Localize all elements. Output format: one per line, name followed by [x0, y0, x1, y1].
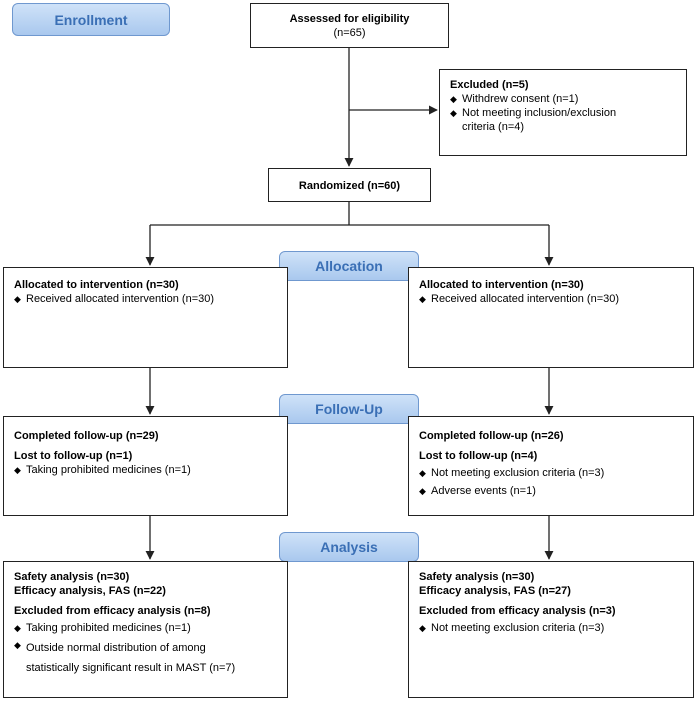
stage-allocation: Allocation [279, 251, 419, 281]
right-excluded-item-text: Not meeting exclusion criteria (n=3) [431, 622, 605, 634]
diamond-bullet-icon: ◆ [419, 486, 426, 496]
left-followup-box: Completed follow-up (n=29) Lost to follo… [3, 416, 288, 516]
left-excluded-title: Excluded from efficacy analysis (n=8) [14, 605, 211, 617]
left-excluded-item: ◆ Outside normal distribution of among s… [14, 638, 287, 678]
left-allocation-item-text: Received allocated intervention (n=30) [26, 293, 215, 305]
diamond-bullet-icon: ◆ [450, 94, 457, 104]
left-analysis-box: Safety analysis (n=30) Efficacy analysis… [3, 561, 288, 698]
left-allocation-title: Allocated to intervention (n=30) [14, 279, 179, 291]
excluded-box: Excluded (n=5) ◆ Withdrew consent (n=1) … [439, 69, 687, 156]
right-followup-item: ◆ Not meeting exclusion criteria (n=3) [419, 466, 693, 480]
excluded-item-line: criteria (n=4) [462, 121, 525, 133]
diamond-bullet-icon: ◆ [419, 468, 426, 478]
randomized-box: Randomized (n=60) [268, 168, 431, 202]
right-followup-item: ◆ Adverse events (n=1) [419, 484, 693, 498]
right-allocation-item: ◆ Received allocated intervention (n=30) [419, 292, 693, 306]
right-allocation-item-text: Received allocated intervention (n=30) [431, 293, 620, 305]
left-excluded-item-line: statistically significant result in MAST… [26, 662, 236, 674]
left-followup-completed: Completed follow-up (n=29) [14, 430, 159, 442]
excluded-item-line: Not meeting inclusion/exclusion [462, 107, 617, 119]
left-excluded-item-line: Outside normal distribution of among [26, 642, 206, 654]
left-excluded-item: ◆ Taking prohibited medicines (n=1) [14, 621, 287, 635]
right-followup-completed: Completed follow-up (n=26) [419, 430, 564, 442]
diamond-bullet-icon: ◆ [419, 623, 426, 633]
excluded-item-text: Not meeting inclusion/exclusion criteria… [462, 106, 616, 134]
left-followup-lost: Lost to follow-up (n=1) [14, 450, 133, 462]
right-efficacy: Efficacy analysis, FAS (n=27) [419, 585, 571, 597]
diamond-bullet-icon: ◆ [14, 294, 21, 304]
right-excluded-item: ◆ Not meeting exclusion criteria (n=3) [419, 621, 693, 635]
left-followup-item-text: Taking prohibited medicines (n=1) [26, 464, 191, 476]
stage-followup: Follow-Up [279, 394, 419, 424]
right-allocation-box: Allocated to intervention (n=30) ◆ Recei… [408, 267, 694, 368]
right-analysis-box: Safety analysis (n=30) Efficacy analysis… [408, 561, 694, 698]
excluded-item: ◆ Withdrew consent (n=1) [450, 92, 686, 106]
diamond-bullet-icon: ◆ [450, 108, 457, 118]
diamond-bullet-icon: ◆ [14, 465, 21, 475]
right-followup-lost: Lost to follow-up (n=4) [419, 450, 538, 462]
right-safety: Safety analysis (n=30) [419, 571, 535, 583]
left-excluded-item-text: Taking prohibited medicines (n=1) [26, 622, 191, 634]
left-safety: Safety analysis (n=30) [14, 571, 130, 583]
excluded-item: ◆ Not meeting inclusion/exclusion criter… [450, 106, 686, 134]
assessed-count: (n=65) [333, 27, 366, 39]
excluded-item-text: Withdrew consent (n=1) [462, 93, 579, 105]
stage-enrollment: Enrollment [12, 3, 170, 36]
right-followup-item-text: Adverse events (n=1) [431, 485, 536, 497]
assessed-box: Assessed for eligibility (n=65) [250, 3, 449, 48]
right-followup-item-text: Not meeting exclusion criteria (n=3) [431, 467, 605, 479]
left-followup-item: ◆ Taking prohibited medicines (n=1) [14, 463, 287, 477]
left-efficacy: Efficacy analysis, FAS (n=22) [14, 585, 166, 597]
excluded-title: Excluded (n=5) [450, 79, 529, 91]
left-allocation-box: Allocated to intervention (n=30) ◆ Recei… [3, 267, 288, 368]
right-allocation-title: Allocated to intervention (n=30) [419, 279, 584, 291]
diamond-bullet-icon: ◆ [14, 640, 21, 650]
right-excluded-title: Excluded from efficacy analysis (n=3) [419, 605, 616, 617]
left-allocation-item: ◆ Received allocated intervention (n=30) [14, 292, 287, 306]
right-followup-box: Completed follow-up (n=26) Lost to follo… [408, 416, 694, 516]
left-excluded-item-text: Outside normal distribution of among sta… [26, 638, 235, 678]
assessed-title: Assessed for eligibility [289, 13, 410, 25]
stage-analysis: Analysis [279, 532, 419, 562]
diamond-bullet-icon: ◆ [14, 623, 21, 633]
randomized-label: Randomized (n=60) [298, 180, 401, 192]
diamond-bullet-icon: ◆ [419, 294, 426, 304]
